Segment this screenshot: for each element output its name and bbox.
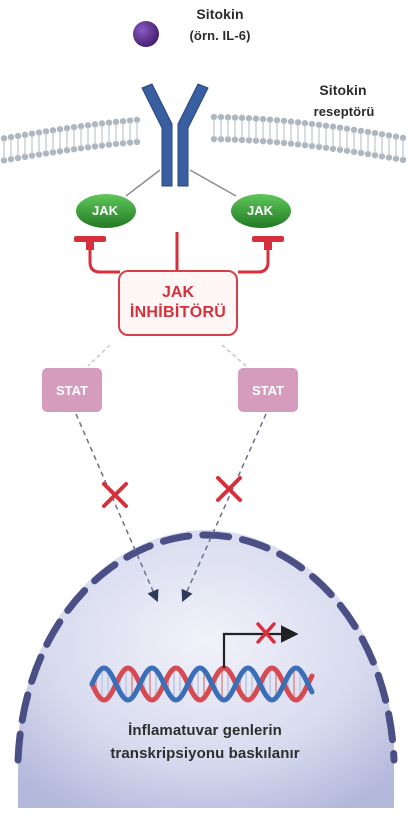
- nuclear-envelope: [14, 531, 398, 764]
- jak-inhibitor-box: JAK İNHİBİTÖRÜ: [118, 270, 238, 336]
- cytokine-example-label: (örn. IL-6): [189, 28, 251, 43]
- inhibition-bar-right: [252, 236, 284, 250]
- nucleus-caption-line2: transkripsiyonu baskılanır: [110, 745, 300, 762]
- jak-left-shape: [76, 194, 136, 228]
- stat-left: STAT: [42, 368, 102, 412]
- jak-right-label: JAK: [246, 203, 273, 218]
- dna-helix: [89, 665, 315, 703]
- transcription-arrow: [222, 625, 299, 668]
- cytokine-molecule: [133, 21, 159, 47]
- nucleus-caption-line1: İnflamatuvar genlerin: [128, 722, 282, 739]
- blocked-signal-arrows: [75, 413, 267, 603]
- block-x-transcription: [256, 622, 276, 644]
- jak-left-label: JAK: [91, 203, 118, 218]
- cytokine-label: Sitokin: [196, 6, 244, 22]
- inhibitor-label-line2: İNHİBİTÖRÜ: [129, 304, 227, 321]
- inhibitor-connectors: [88, 232, 270, 274]
- stat-right: STAT: [238, 368, 298, 412]
- inhibition-bar-left: [74, 236, 106, 250]
- inhibitor-label-line1: JAK: [161, 284, 194, 301]
- receptor-label-line2: reseptörü: [313, 104, 375, 119]
- block-x-right: [216, 476, 242, 502]
- cell-membrane: [0, 113, 407, 164]
- cytokine-receptor: [141, 83, 209, 187]
- receptor-label: Sitokin: [319, 82, 367, 98]
- block-x-left: [102, 482, 128, 508]
- jak-right-shape: [231, 194, 291, 228]
